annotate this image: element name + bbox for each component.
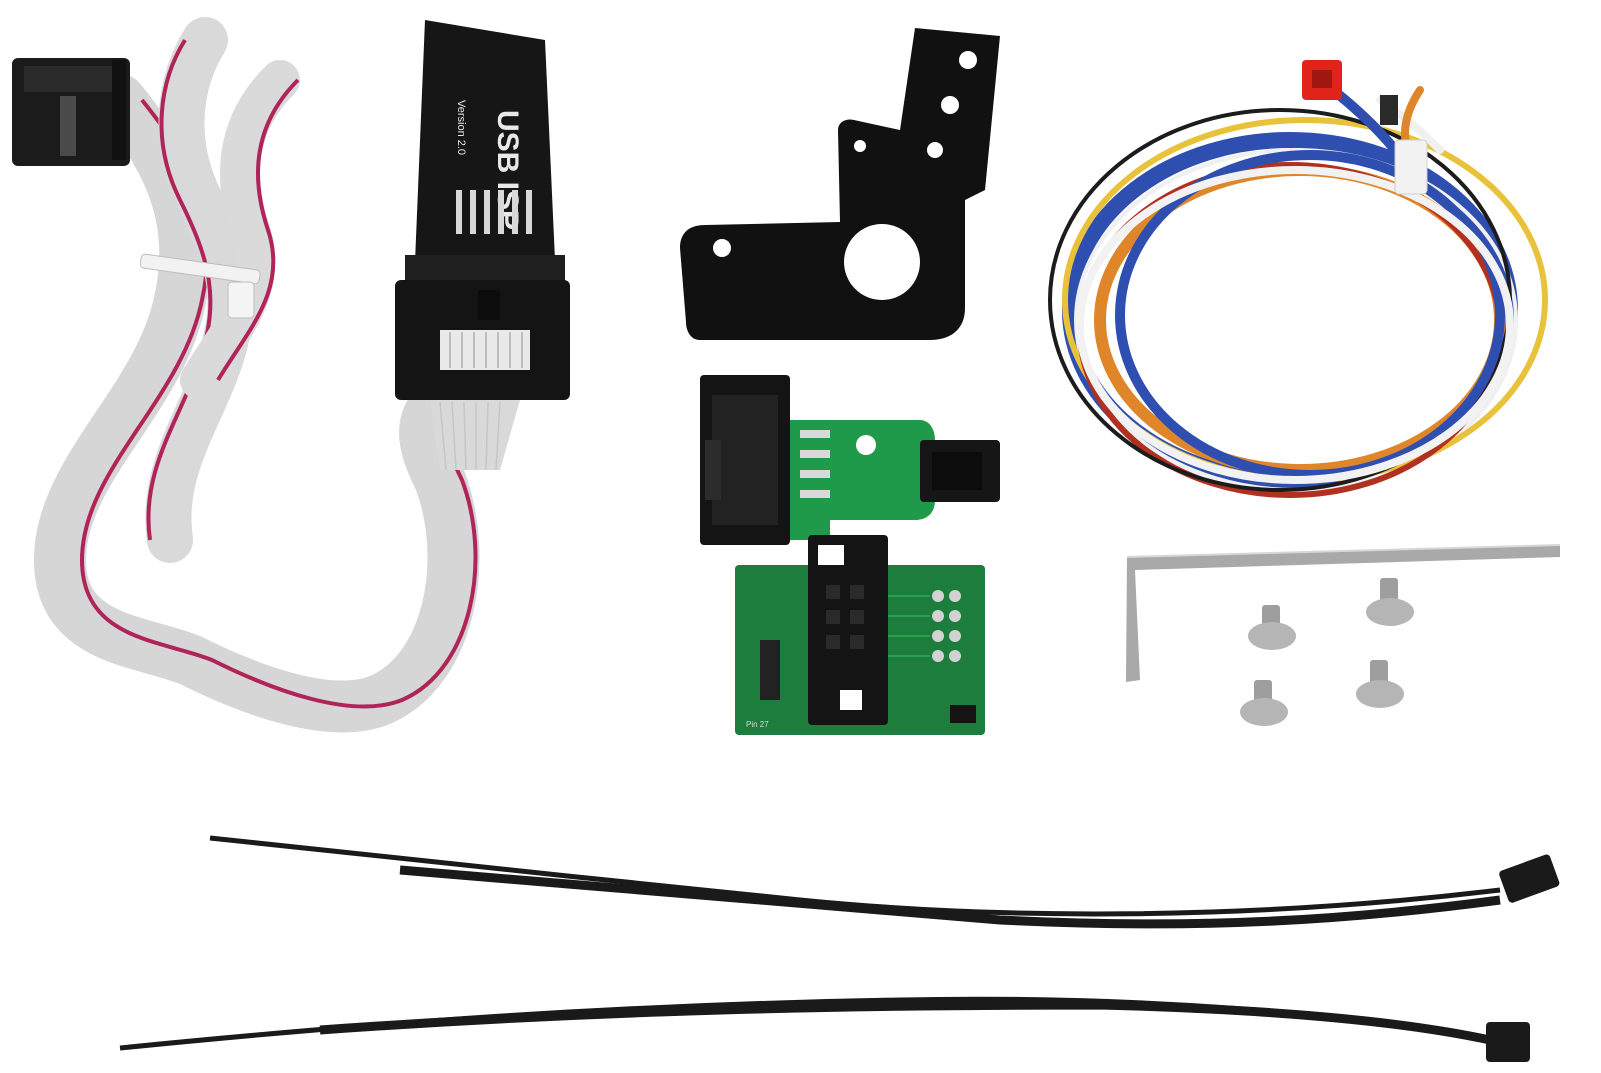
cable-tie-top: [209, 835, 1560, 929]
cable-tie-bottom: [119, 996, 1530, 1062]
white-jst-connector: [1394, 139, 1428, 195]
multicolor-sensor-cable: [1048, 75, 1548, 498]
mounting-screws: [1240, 578, 1414, 726]
idc-connector-left: [12, 58, 130, 166]
screw-4: [1356, 660, 1404, 708]
small-black-connector: [1380, 95, 1398, 125]
programmer-label: USB ISP: [491, 110, 524, 230]
screw-3: [1240, 680, 1288, 726]
screw-2: [1366, 578, 1414, 626]
screw-1: [1248, 605, 1296, 650]
extruder-mounting-bracket: [680, 28, 1000, 340]
programmer-sub-label: Version 2.0: [455, 100, 467, 155]
red-plug-connector: [1302, 60, 1342, 100]
adapter-board-dark-green: Pin 27: [735, 535, 985, 735]
adapter-label: Pin 27: [746, 720, 769, 729]
adapter-board-green: [700, 375, 1000, 545]
usb-isp-programmer: USB ISP Version 2.0: [395, 20, 570, 471]
hex-allen-key: [1126, 544, 1561, 682]
ribbon-cable: [33, 17, 480, 733]
